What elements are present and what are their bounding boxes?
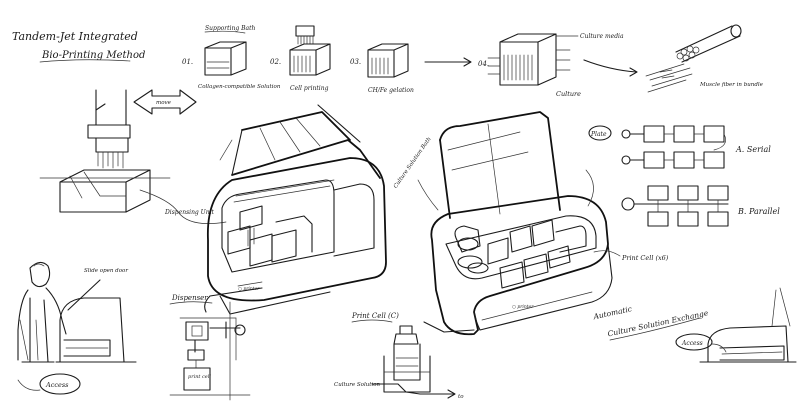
- print-cell-right-label: Print Cell (x6): [621, 254, 669, 262]
- sheet-title: Tandem-Jet Integrated Bio-Printing Metho…: [12, 30, 145, 63]
- pipette-head: [87, 89, 131, 169]
- step-4-number: 04.: [478, 60, 489, 68]
- serial-label: A. Serial: [735, 145, 771, 154]
- culture-solution-label: Culture Solution: [334, 382, 381, 388]
- step-2-number: 02.: [270, 58, 281, 66]
- step-1-number: 01.: [182, 58, 193, 66]
- dispenser-schematic: print cell: [169, 301, 251, 401]
- auto-exchange-title: Automatic Culture Solution Exchange: [592, 304, 710, 341]
- access-callout-right: [675, 333, 713, 351]
- step-2-bottom-label: Cell printing: [290, 85, 329, 92]
- title-line-1: Tandem-Jet Integrated: [12, 30, 138, 43]
- slide-door-label: Slide open door: [84, 268, 128, 274]
- print-cell-small-label: print cell: [188, 374, 211, 380]
- move-label: move: [156, 100, 172, 106]
- process-step-4: 04. Culture media Culture: [478, 33, 624, 98]
- step-3-number: 03.: [350, 58, 361, 66]
- process-step-3: 03. CH/Fe gelation: [350, 43, 414, 94]
- dispensing-unit-label: Dispensing Unit: [164, 209, 215, 216]
- move-arrow: move: [133, 89, 197, 115]
- automatic-line-1: Automatic: [592, 304, 634, 321]
- step-4-top-label: Culture media: [580, 33, 624, 40]
- print-cell-vessel: [371, 325, 456, 399]
- muscle-fiber-bundle: Muscle fiber in bundle: [645, 24, 764, 93]
- printer-machine-right: ○ printer: [423, 111, 613, 336]
- dispensing-leader: [139, 189, 227, 224]
- serial-diagram: Plate A. Serial: [588, 125, 771, 169]
- access-right-label: Access: [681, 340, 703, 347]
- operator-figure: [17, 261, 67, 363]
- dispenser-title: Dispenser: [171, 294, 208, 302]
- access-callout-left: [39, 373, 81, 395]
- brand-left-label: ○ printer: [238, 286, 260, 292]
- parallel-label: B. Parallel: [737, 207, 780, 216]
- to-out-label: to: [458, 394, 464, 400]
- machine-side-right: [699, 287, 797, 363]
- brand-right-label: ○ printer: [512, 304, 534, 310]
- process-step-1: 01. Supporting Bath Collagen-compatible …: [182, 25, 281, 90]
- door-pointer: [67, 279, 101, 311]
- well-plate-left: [39, 169, 171, 213]
- plate-label: Plate: [590, 131, 607, 138]
- step-1-top-label: Supporting Bath: [205, 25, 255, 32]
- parallel-diagram: B. Parallel: [621, 185, 780, 227]
- process-step-2: 02. Cell printing: [270, 25, 331, 92]
- culture-bath-callout: Culture Solution Bath: [393, 136, 439, 211]
- culture-bath-label: Culture Solution Bath: [393, 136, 433, 190]
- printer-machine-left: ○ printer: [204, 104, 387, 315]
- access-left-label: Access: [45, 381, 69, 389]
- plate-callout: [588, 125, 612, 141]
- fiber-label: Muscle fiber in bundle: [699, 82, 764, 88]
- flow-arrow-2: [583, 59, 637, 73]
- print-cell-left-label: Print Cell (C): [351, 312, 399, 320]
- machine-side-left: [55, 297, 137, 363]
- step-3-bottom-label: CH/Fe gelation: [368, 87, 414, 94]
- title-line-2: Bio-Printing Method: [41, 50, 145, 61]
- step-4-bottom-label: Culture: [556, 90, 581, 98]
- step-1-bottom-label: Collagen-compatible Solution: [198, 84, 281, 90]
